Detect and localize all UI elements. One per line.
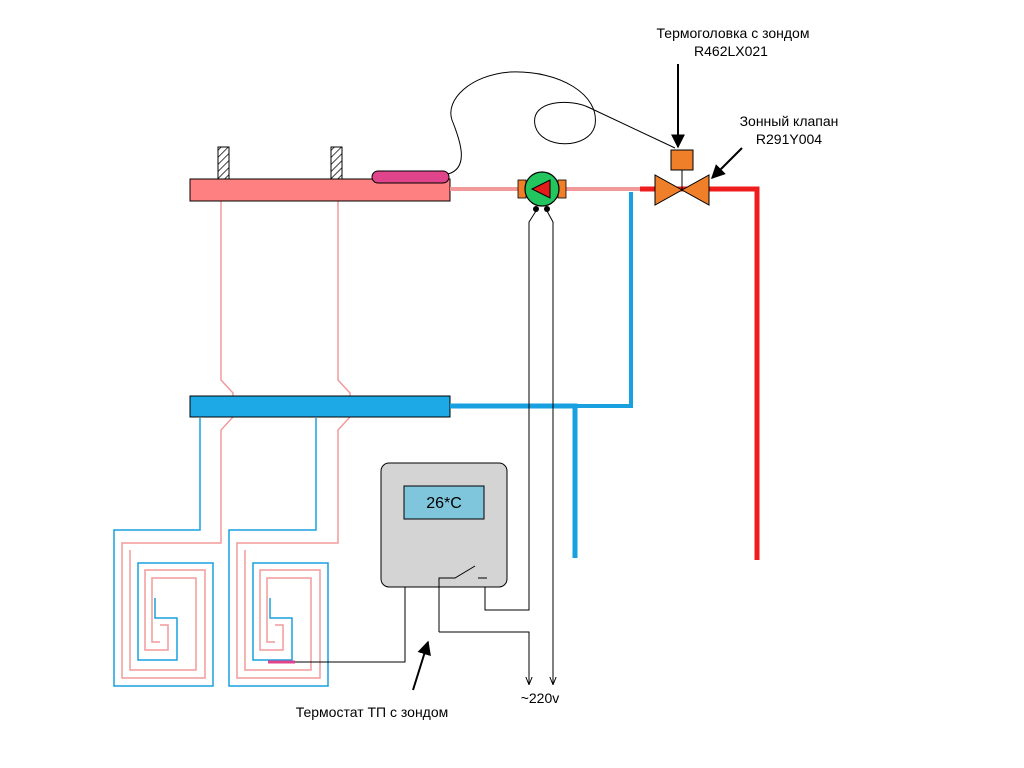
thermostat-label-arrow xyxy=(412,640,431,691)
capillary-tube xyxy=(447,71,676,175)
thermohead-probe xyxy=(371,170,450,184)
thermohead-model: R462LX021 xyxy=(694,43,768,59)
power-label: ~220v xyxy=(521,690,560,706)
air-vent-1 xyxy=(217,146,230,180)
circulation-pump-icon xyxy=(517,171,567,212)
air-vent-2 xyxy=(330,146,343,180)
thermohead-actuator-icon xyxy=(670,149,694,171)
zone-valve-icon xyxy=(654,170,710,206)
return-loop-lines xyxy=(113,418,329,687)
valve-label-arrow xyxy=(711,147,743,179)
thermostat-body xyxy=(380,462,508,588)
relay-switch-icon xyxy=(438,565,487,632)
main-supply-pipe xyxy=(640,186,760,560)
power-wire xyxy=(439,631,530,682)
pump-wires xyxy=(484,210,554,682)
thermohead-title: Термоголовка с зондом xyxy=(657,25,810,41)
return-manifold xyxy=(189,395,451,418)
thermostat-display xyxy=(403,485,485,520)
floor-probe-wire xyxy=(295,580,406,663)
inner-coil-lines xyxy=(129,550,312,671)
main-return-pipe xyxy=(450,403,578,558)
zone-valve-title: Зонный клапан xyxy=(740,113,839,129)
thermostat-label: Термостат ТП с зондом xyxy=(296,704,449,720)
zone-valve-model: R291Y004 xyxy=(756,131,822,147)
bypass-return-pipe xyxy=(450,192,633,408)
thermostat-display-value: 26*C xyxy=(426,495,462,512)
